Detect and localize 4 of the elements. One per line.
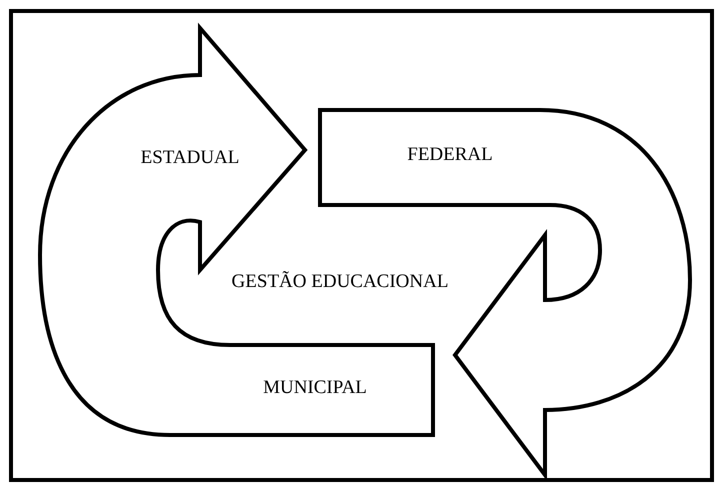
arrow-label: MUNICIPAL: [263, 377, 367, 399]
arrow-label: ESTADUAL: [140, 147, 240, 169]
center-label: GESTÃO EDUCACIONAL: [232, 271, 448, 293]
arrow-label: FEDERAL: [407, 144, 493, 166]
